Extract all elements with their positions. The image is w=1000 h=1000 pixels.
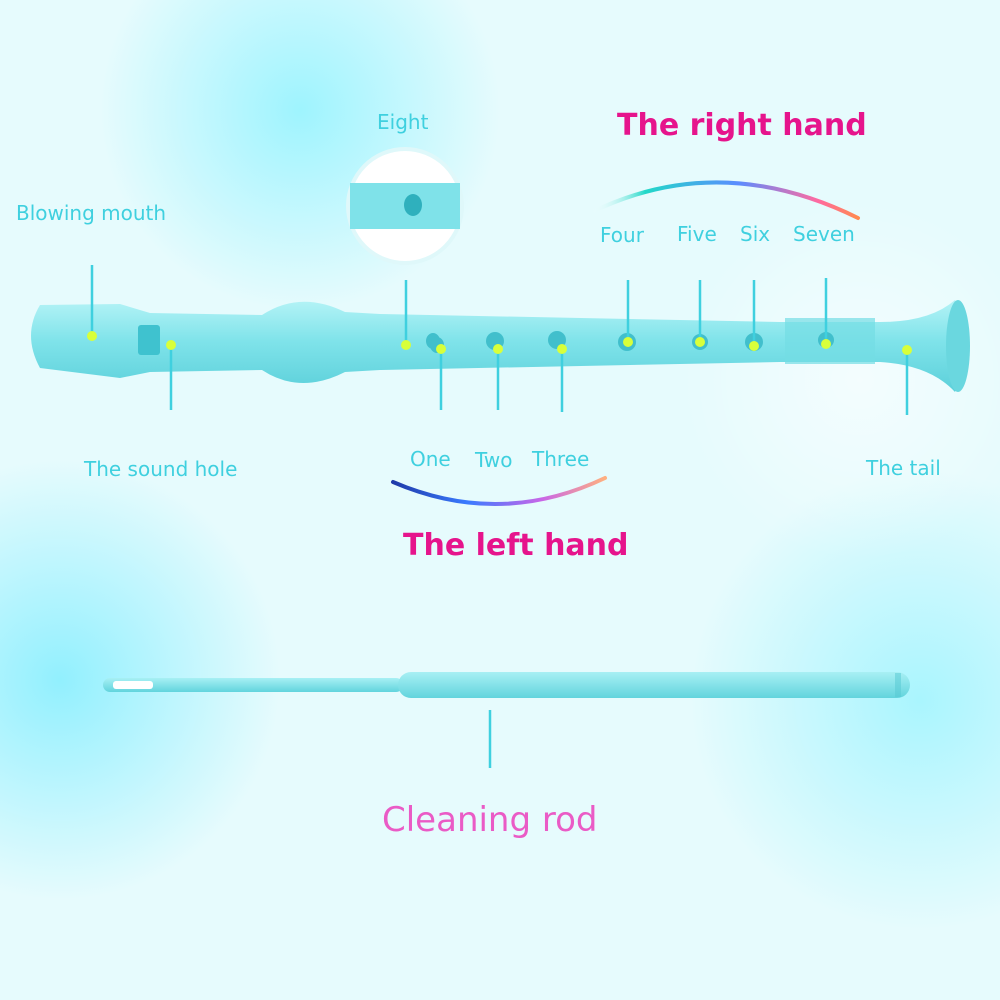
right-hand-arc [590, 180, 860, 220]
left-hand-arc [391, 476, 607, 506]
blowing-mouth-label: Blowing mouth [16, 201, 167, 225]
one-label: One [410, 447, 451, 471]
four-label: Four [600, 223, 644, 247]
cleaning-rod-title: Cleaning rod [382, 800, 598, 840]
five-label: Five [677, 222, 717, 246]
tail-label: The tail [866, 456, 941, 480]
eight-label: Eight [377, 110, 429, 134]
recorder-bell-rim [946, 300, 970, 392]
six-label: Six [740, 222, 771, 246]
seven-label: Seven [793, 222, 855, 246]
marker-dots [87, 331, 912, 355]
pointer-lines [90, 265, 909, 768]
eight-magnifier [346, 147, 464, 265]
three-label: Three [532, 447, 590, 471]
sound-hole-window [138, 325, 160, 355]
cleaning-rod [103, 672, 910, 698]
left-hand-title: The left hand [403, 528, 629, 563]
two-label: Two [475, 448, 513, 472]
right-hand-title: The right hand [617, 108, 867, 143]
sound-hole-label: The sound hole [84, 457, 238, 481]
